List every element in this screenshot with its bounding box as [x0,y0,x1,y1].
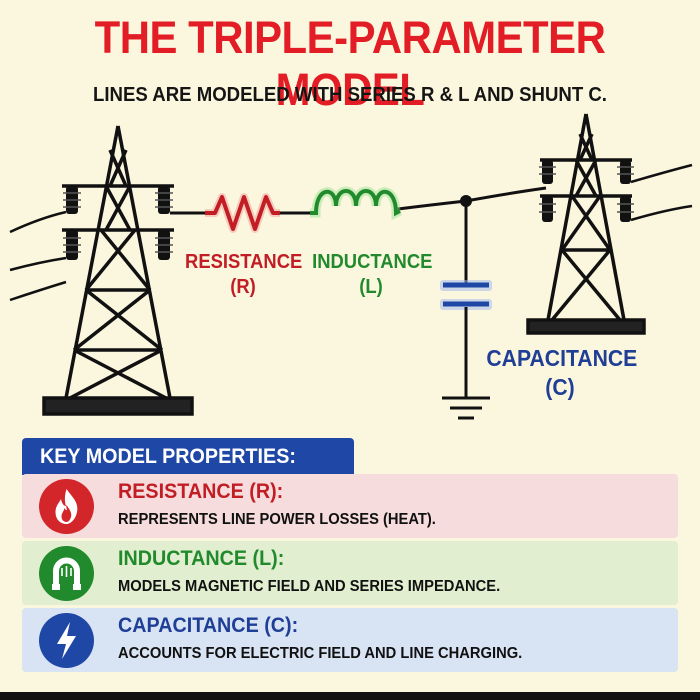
resistance-label-symbol: (R) [230,276,256,298]
property-row-resistance: RESISTANCE (R): REPRESENTS LINE POWER LO… [22,474,678,538]
transmission-line [170,186,547,215]
property-name: INDUCTANCE (L): [118,547,285,570]
right-wires [630,163,693,222]
left-wires [9,210,67,302]
resistance-label-name: RESISTANCE [185,251,303,273]
capacitance-label-symbol: (C) [545,373,575,400]
page-subtitle: LINES ARE MODELED WITH SERIES R & L AND … [93,84,607,106]
inductance-label-symbol: (L) [359,276,383,298]
property-name: RESISTANCE (R): [118,480,284,503]
property-description: MODELS MAGNETIC FIELD AND SERIES IMPEDAN… [118,578,501,595]
right-tower-insulators [539,160,634,222]
capacitance-label-name: CAPACITANCE [486,345,638,371]
property-name: CAPACITANCE (C): [118,614,299,637]
resistance-label: RESISTANCE (R) [185,250,303,300]
right-tower-icon [526,113,646,335]
bottom-border [0,692,700,700]
property-row-inductance: INDUCTANCE (L): MODELS MAGNETIC FIELD AN… [22,541,678,605]
page-title: THE TRIPLE-PARAMETER MODEL [94,12,606,115]
left-tower-icon [42,125,194,416]
left-tower-insulators [63,186,173,260]
lightning-bolt-icon [39,613,94,668]
inductance-label: INDUCTANCE (L) [312,250,433,300]
property-row-capacitance: CAPACITANCE (C): ACCOUNTS FOR ELECTRIC F… [22,608,678,672]
capacitor-symbol [440,195,492,398]
resistor-symbol [205,193,280,233]
inductor-symbol [310,186,403,221]
inductance-label-name: INDUCTANCE [312,251,433,273]
property-description: ACCOUNTS FOR ELECTRIC FIELD AND LINE CHA… [118,645,523,662]
properties-header: KEY MODEL PROPERTIES: [22,438,354,475]
capacitance-label: CAPACITANCE (C) [486,344,638,402]
ground-icon [442,396,490,420]
circuit-diagram [9,113,693,420]
fire-icon [39,479,94,534]
magnet-icon [39,546,94,601]
property-description: REPRESENTS LINE POWER LOSSES (HEAT). [118,511,436,528]
